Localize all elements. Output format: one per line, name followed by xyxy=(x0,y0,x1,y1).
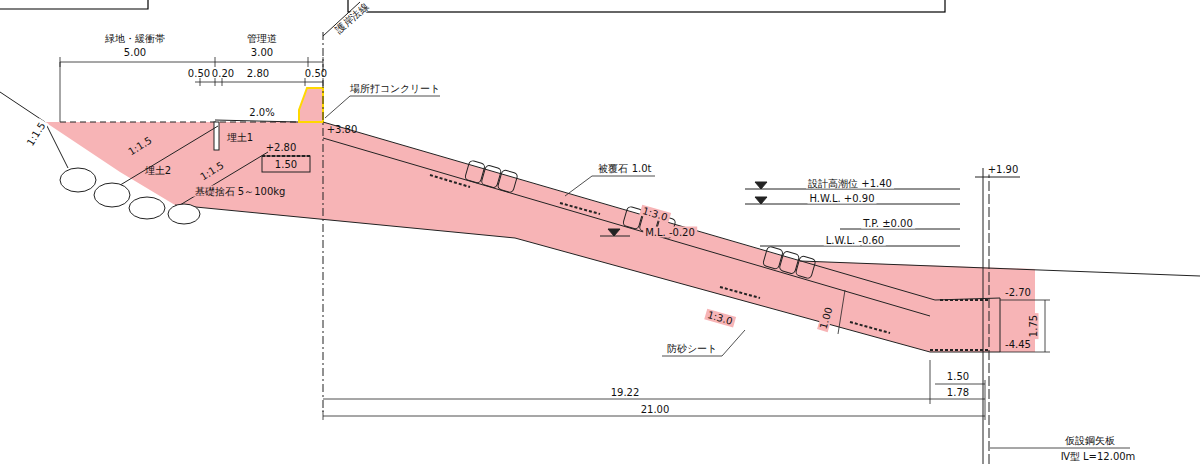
alignment-line xyxy=(323,2,360,412)
dimension-label: 1.50 xyxy=(945,371,971,382)
sheet-pile xyxy=(975,168,1020,464)
dimension-label: +2.80 xyxy=(264,142,299,153)
dimension-label: 場所打コンクリート xyxy=(348,83,442,94)
dimension-label: 1:1.5 xyxy=(197,158,228,183)
dimension-label: 2.0% xyxy=(247,107,276,118)
structure-lines xyxy=(0,92,1200,352)
dimension-label: 1.75 xyxy=(1028,313,1039,339)
dimension-label: 1:3.0 xyxy=(704,309,736,328)
dimension-label: 1.00 xyxy=(817,304,835,332)
dimension-label: -4.45 xyxy=(1003,339,1033,350)
dimension-label: 緑地・緩衝帯 xyxy=(103,33,167,44)
dimension-label: T.P. ±0.00 xyxy=(861,218,915,229)
dimension-label: L.W.L. -0.60 xyxy=(824,235,886,246)
dimension-lines xyxy=(60,57,1050,420)
dimension-label: 防砂シート xyxy=(665,343,719,354)
dimension-label: -2.70 xyxy=(1003,287,1033,298)
dimension-label: 1:3.0 xyxy=(639,205,671,224)
dimension-label: 1:1.5 xyxy=(125,133,156,158)
rubble-stones xyxy=(60,168,200,224)
dimension-label: 埋土1 xyxy=(225,132,255,143)
dimension-label: 1:1.5 xyxy=(23,119,48,150)
dimension-label: 設計高潮位 +1.40 xyxy=(806,178,894,189)
dimension-label: 被覆石 1.0t xyxy=(596,163,653,174)
dimension-label: +1.90 xyxy=(986,164,1021,175)
dimension-label: 2.80 xyxy=(245,68,271,79)
fill-region xyxy=(45,122,1035,352)
dimension-label: 埋土2 xyxy=(143,165,173,176)
dimension-label: M.L. -0.20 xyxy=(643,227,697,238)
water-levels xyxy=(600,182,960,246)
dimension-label: 3.00 xyxy=(249,47,275,58)
dimension-label: Ⅳ型 L=12.00m xyxy=(1059,451,1138,462)
dimension-label: 5.00 xyxy=(122,47,148,58)
dimension-label: 1.50 xyxy=(273,159,299,170)
dimension-label: H.W.L. +0.90 xyxy=(807,193,876,204)
dimension-label: 0.50 xyxy=(186,68,212,79)
frame xyxy=(0,0,945,12)
dimension-label: 0.20 xyxy=(210,68,236,79)
dimension-label: 1.78 xyxy=(945,387,971,398)
dimension-label: 21.00 xyxy=(639,404,672,415)
dimension-label: 仮設鋼矢板 xyxy=(1063,435,1117,446)
dimension-label: 護岸法線 xyxy=(332,0,372,37)
leader-lines xyxy=(325,96,1130,448)
concrete-parapet xyxy=(299,88,323,122)
dimension-label: 0.50 xyxy=(303,68,329,79)
dimension-label: 管理道 xyxy=(245,33,279,44)
dimension-label: 19.22 xyxy=(609,387,642,398)
armor-stones xyxy=(464,160,816,279)
dimension-label: 基礎捨石 5～100kg xyxy=(193,186,288,197)
dimension-label: +3.80 xyxy=(325,124,360,135)
